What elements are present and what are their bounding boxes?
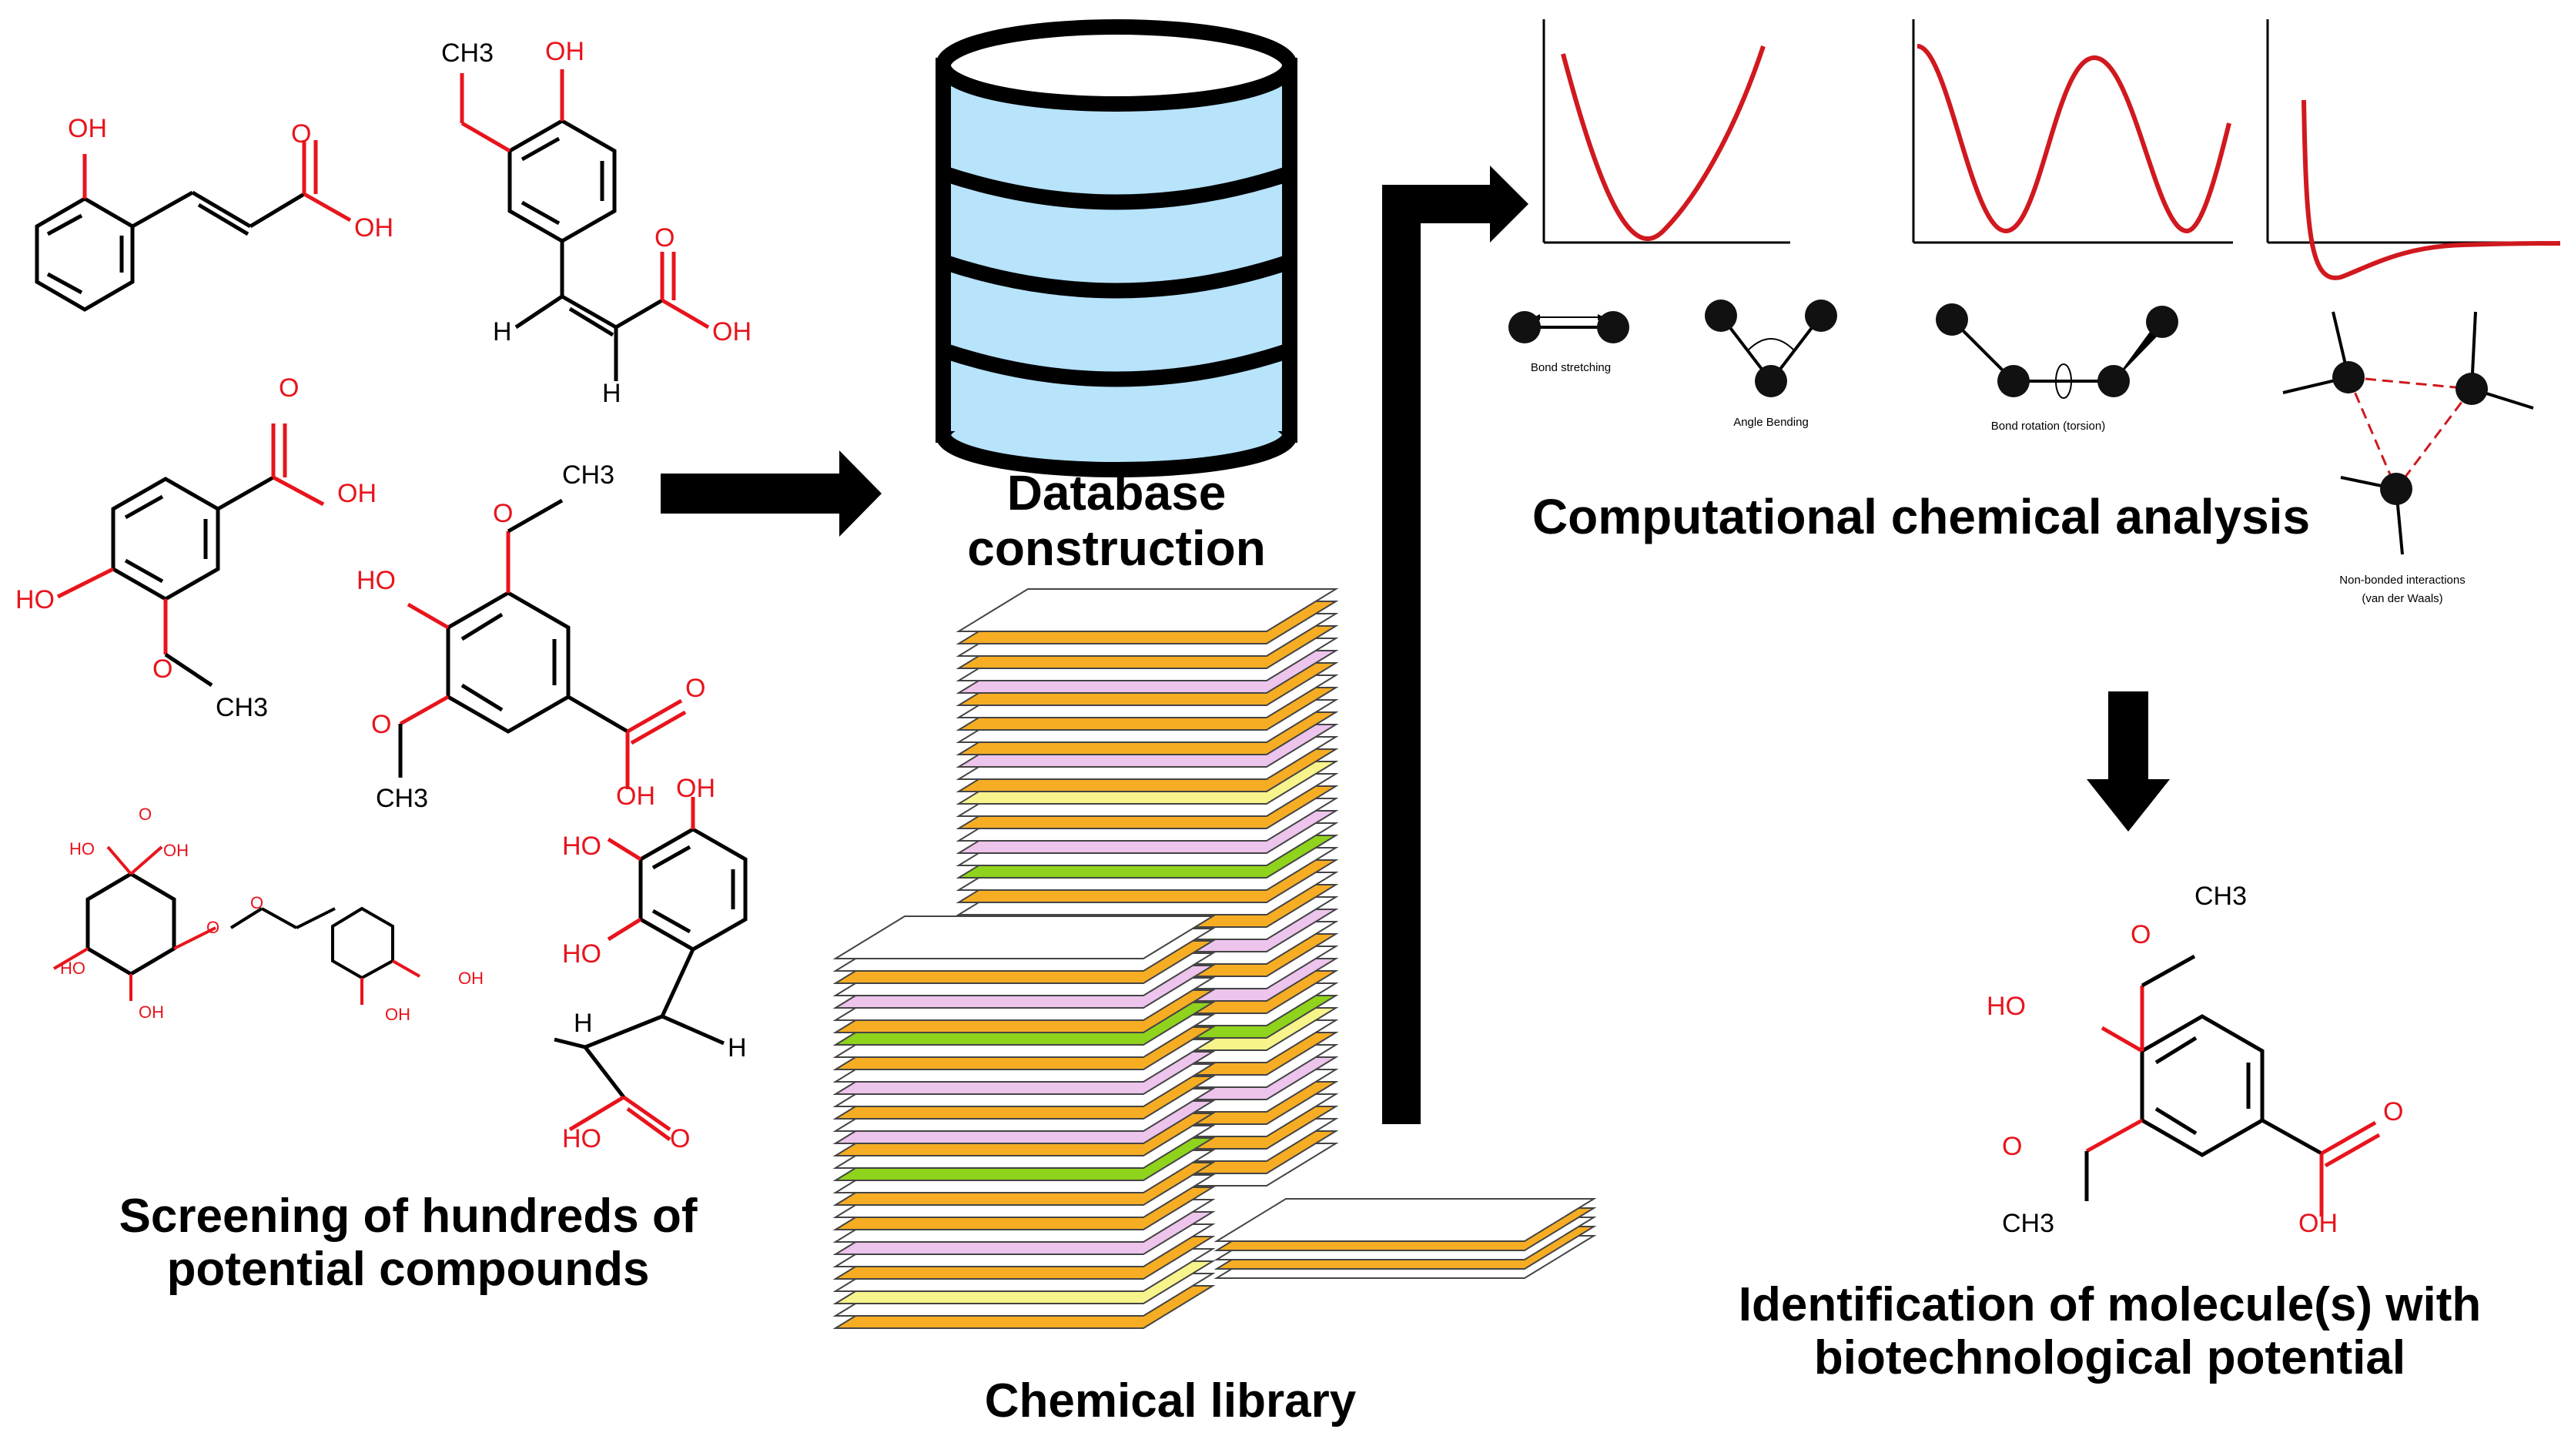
angle-bending-label: Angle Bending: [1733, 416, 1809, 429]
atom-label: H: [728, 1033, 747, 1063]
atom-label: HO: [15, 585, 55, 614]
nonbonded-diagram: [2282, 311, 2534, 555]
atom-label: CH3: [2002, 1209, 2054, 1238]
nonbonded-label-line2: (van der Waals): [2362, 592, 2442, 605]
arrow-to-computational: [1382, 166, 1528, 1124]
screening-caption-line2: potential compounds: [166, 1243, 650, 1297]
atom-label: O: [493, 499, 513, 528]
bond-stretching-label: Bond stretching: [1531, 361, 1611, 374]
atom-label: HO: [1987, 992, 2026, 1021]
library-sheet: [832, 915, 1216, 959]
identification-caption-line2: biotechnological potential: [1813, 1331, 2406, 1385]
chemical-library-stacks: [832, 588, 1597, 1329]
molecule-vanillic: [56, 423, 325, 688]
molecule-chlorogenic: [52, 845, 420, 1005]
database-caption-line2: construction: [967, 520, 1266, 576]
atom-label: O: [291, 119, 311, 149]
bond-rotation-diagram: [1936, 303, 2178, 399]
molecule-syringic-left: [398, 498, 687, 789]
atom-label: HO: [562, 939, 601, 969]
angle-bending-diagram: [1705, 300, 1837, 397]
library-sheet: [1214, 1198, 1597, 1242]
bond-stretching-diagram: [1508, 311, 1629, 343]
compound-structures: OH O OH OH CH3 H H O OH: [15, 37, 752, 1153]
atom-label: OH: [458, 969, 484, 988]
atom-label: OH: [337, 479, 377, 508]
atom-label: CH3: [2194, 882, 2247, 911]
molecule-ferulic: [460, 69, 710, 381]
atom-label: HO: [357, 566, 396, 595]
database-caption: Database construction: [885, 465, 1347, 576]
atom-label: O: [206, 918, 219, 937]
atom-label: O: [279, 373, 299, 403]
molecule-syringic-result: [2084, 954, 2381, 1217]
arrow-to-database: [661, 450, 882, 537]
atom-label: OH: [676, 774, 715, 803]
database-icon: [936, 19, 1297, 477]
energy-plot-vanderwaals: [2266, 19, 2561, 280]
atom-label: OH: [68, 114, 107, 143]
atom-label: CH3: [376, 784, 428, 813]
atom-label: HO: [69, 839, 95, 859]
atom-label: O: [2131, 920, 2151, 949]
atom-label: O: [371, 710, 391, 739]
library-caption: Chemical library: [984, 1374, 1357, 1428]
arrow-to-identification: [2087, 691, 2170, 832]
screening-caption: Screening of hundreds of potential compo…: [54, 1190, 762, 1297]
energy-plot-stretching: [1542, 19, 1790, 244]
atom-label: O: [250, 893, 263, 912]
bond-rotation-label: Bond rotation (torsion): [1991, 420, 2105, 433]
atom-label: OH: [139, 1002, 164, 1022]
library-sheet: [956, 588, 1339, 632]
atom-label: O: [2383, 1097, 2403, 1126]
atom-label: O: [139, 805, 152, 824]
atom-label: HO: [562, 1124, 601, 1153]
atom-label: OH: [545, 37, 584, 66]
energy-plot-torsion: [1912, 19, 2233, 244]
atom-label: CH3: [441, 38, 494, 68]
atom-label: OH: [616, 782, 655, 811]
identification-caption-line1: Identification of molecule(s) with: [1738, 1278, 2482, 1331]
atom-label: OH: [2298, 1209, 2338, 1238]
identification-caption: Identification of molecule(s) with biote…: [1663, 1278, 2556, 1385]
molecule-coumaric: [35, 140, 352, 312]
atom-label: OH: [163, 841, 189, 860]
nonbonded-label-line1: Non-bonded interactions: [2339, 574, 2465, 587]
molecule-caffeic: [554, 797, 748, 1142]
atom-label: OH: [712, 317, 752, 346]
computational-caption: Computational chemical analysis: [1532, 489, 2311, 544]
atom-label: O: [654, 223, 675, 253]
atom-label: HO: [60, 959, 85, 978]
database-caption-line1: Database: [1006, 465, 1227, 520]
atom-label: HO: [562, 832, 601, 861]
atom-label: CH3: [562, 460, 614, 490]
atom-label: O: [685, 674, 705, 703]
atom-label: OH: [354, 213, 393, 243]
atom-label: H: [602, 379, 621, 408]
atom-label: OH: [385, 1005, 410, 1024]
atom-label: H: [493, 317, 512, 346]
screening-caption-line1: Screening of hundreds of: [119, 1190, 698, 1243]
atom-label: O: [152, 654, 172, 684]
atom-label: H: [574, 1009, 593, 1038]
atom-label: CH3: [216, 693, 268, 722]
atom-label: O: [670, 1124, 690, 1153]
atom-label: O: [2002, 1132, 2022, 1161]
